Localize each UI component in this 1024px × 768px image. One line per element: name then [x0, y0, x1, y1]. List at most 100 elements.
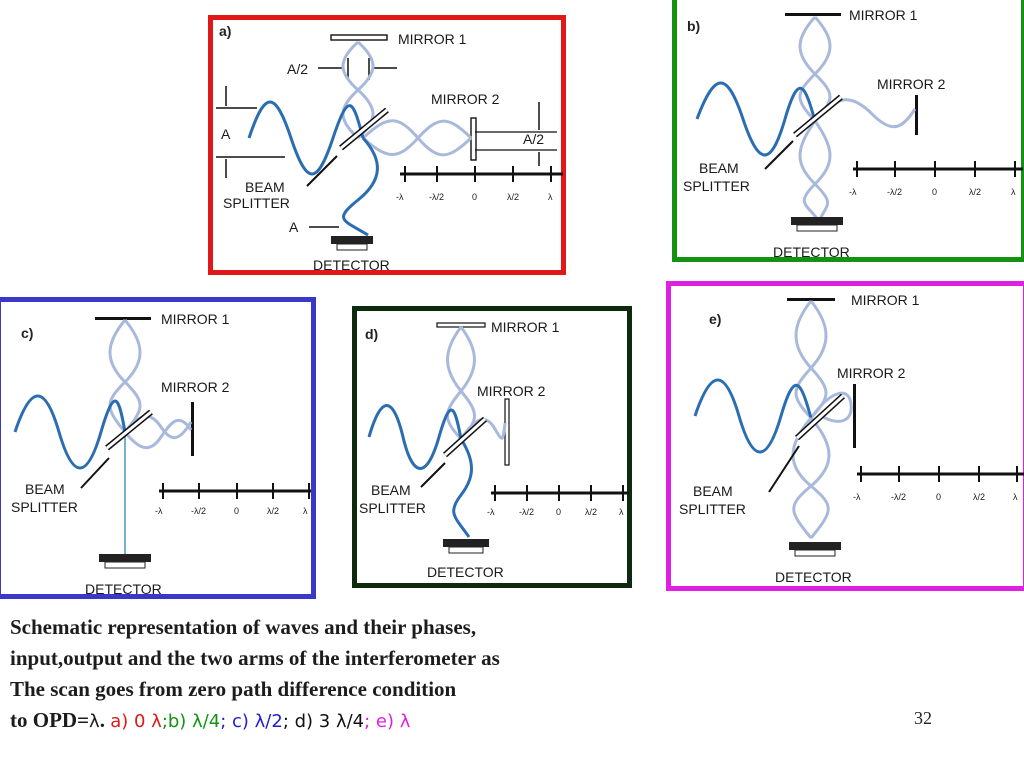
caption: Schematic representation of waves and th… — [10, 612, 500, 737]
panel-letter: c) — [21, 325, 33, 341]
scale-label: λ — [619, 507, 624, 517]
panel-e-diagram: e) MIRROR 1 MIRROR 2 BEAM SPLITTER DETEC… — [679, 292, 1024, 585]
scale-label: -λ — [487, 507, 495, 517]
panel-a-diagram: a) MIRROR 1 MIRROR 2 A/2 A A/2 — [216, 23, 563, 273]
scale-label: 0 — [932, 187, 937, 197]
scale-ticks — [856, 161, 1016, 177]
beam-splitter-inner — [794, 95, 842, 137]
panel-b: b) MIRROR 1 MIRROR 2 BEAM SPLITTER DETEC… — [672, 0, 1024, 262]
panel-d: d) MIRROR 1 MIRROR 2 BEAM SPLITTER DETEC… — [352, 306, 632, 588]
caption-lambda: λ — [89, 711, 100, 732]
panel-letter: b) — [687, 18, 700, 34]
scale-ticks — [404, 166, 552, 182]
scale-label: -λ/2 — [191, 506, 206, 516]
input-wave — [695, 81, 817, 157]
detector-base — [796, 224, 838, 232]
beam-label: BEAM — [699, 160, 739, 176]
mirror-1 — [785, 13, 841, 16]
beam-splitter-inner — [795, 394, 845, 440]
output-wave — [342, 136, 379, 237]
scale-label: λ/2 — [507, 192, 519, 202]
caption-opd-e: ; e) λ — [364, 711, 411, 732]
detector-label: DETECTOR — [775, 569, 852, 585]
beam-splitter-inner — [443, 417, 487, 457]
scale-ticks — [162, 483, 310, 499]
scale-ticks — [860, 466, 1018, 482]
scale-label: 0 — [556, 507, 561, 517]
arm-wave-1b — [794, 300, 828, 420]
scale-label: λ/2 — [585, 507, 597, 517]
mirror-2 — [915, 95, 918, 135]
panel-letter: a) — [219, 23, 231, 39]
arm-wave-1b — [798, 15, 832, 123]
splitter-label: SPLITTER — [359, 500, 426, 516]
mirror-2 — [504, 398, 510, 466]
splitter-label: SPLITTER — [11, 499, 78, 515]
detector-base — [448, 546, 484, 554]
mirror-1 — [330, 34, 388, 41]
input-wave — [247, 100, 365, 176]
mirror-2-label: MIRROR 2 — [877, 76, 946, 92]
detector-body — [789, 542, 841, 550]
detector-base — [104, 561, 146, 569]
caption-opd-c: ; c) λ/2 — [220, 711, 283, 732]
splitter-pointer — [768, 445, 800, 493]
mirror-1-label: MIRROR 1 — [161, 311, 230, 327]
splitter-label: SPLITTER — [683, 178, 750, 194]
scale-label: -λ/2 — [887, 187, 902, 197]
mirror-1-label: MIRROR 1 — [491, 319, 560, 335]
caption-opd-d: ; d) 3 λ/4 — [282, 711, 365, 732]
detector-label: DETECTOR — [427, 564, 504, 580]
beam-splitter-inner — [106, 410, 152, 450]
mirror-1 — [436, 322, 486, 328]
caption-line-1: Schematic representation of waves and th… — [10, 615, 477, 639]
scale-label: λ — [303, 506, 308, 516]
output-wave-b — [798, 120, 829, 222]
detector-label: DETECTOR — [773, 244, 850, 260]
detector-a-label: A — [289, 219, 299, 235]
arm-wave-1b — [341, 40, 375, 140]
scale-label: -λ/2 — [519, 507, 534, 517]
mirror-1 — [787, 298, 835, 301]
scale-label: 0 — [936, 492, 941, 502]
detector-body — [443, 539, 489, 547]
caption-opd-b: ;b) λ/4 — [161, 711, 221, 732]
caption-line-3: The scan goes from zero path difference … — [10, 677, 457, 701]
panel-a: a) MIRROR 1 MIRROR 2 A/2 A A/2 — [208, 15, 566, 275]
a2-label: A/2 — [287, 61, 308, 77]
amplitude-label: A — [221, 126, 231, 142]
scale-label: 0 — [234, 506, 239, 516]
beam-label: BEAM — [693, 483, 733, 499]
mirror-2 — [853, 384, 856, 448]
scale-label: 0 — [472, 192, 477, 202]
splitter-pointer — [306, 155, 338, 187]
scale-label: λ — [1011, 187, 1016, 197]
arm-wave-1b — [108, 319, 142, 433]
mirror-2 — [191, 402, 194, 456]
arm-wave-2 — [459, 418, 507, 440]
arm-wave-2b — [123, 418, 193, 450]
splitter-pointer — [764, 140, 794, 170]
scale-label: λ/2 — [973, 492, 985, 502]
splitter-pointer — [80, 457, 110, 489]
detector-base — [336, 243, 368, 251]
scale-label: -λ — [849, 187, 857, 197]
detector-body — [791, 217, 843, 225]
detector-label: DETECTOR — [313, 257, 390, 273]
mirror-2-label: MIRROR 2 — [431, 91, 500, 107]
splitter-pointer — [420, 462, 446, 488]
beam-label: BEAM — [371, 482, 411, 498]
scale-label: λ — [1013, 492, 1018, 502]
scale-ticks — [494, 485, 624, 501]
arm-wave-2 — [809, 391, 853, 423]
input-wave — [367, 404, 463, 470]
panel-d-diagram: d) MIRROR 1 MIRROR 2 BEAM SPLITTER DETEC… — [359, 319, 629, 580]
mirror-2-label: MIRROR 2 — [837, 365, 906, 381]
scale-label: -λ — [155, 506, 163, 516]
detector-body — [99, 554, 151, 562]
scale-label: λ/2 — [969, 187, 981, 197]
caption-opd-prefix: to OPD= — [10, 708, 90, 732]
mirror-1 — [95, 317, 151, 320]
mirror-2-label: MIRROR 2 — [161, 379, 230, 395]
caption-dot: . — [99, 708, 105, 732]
